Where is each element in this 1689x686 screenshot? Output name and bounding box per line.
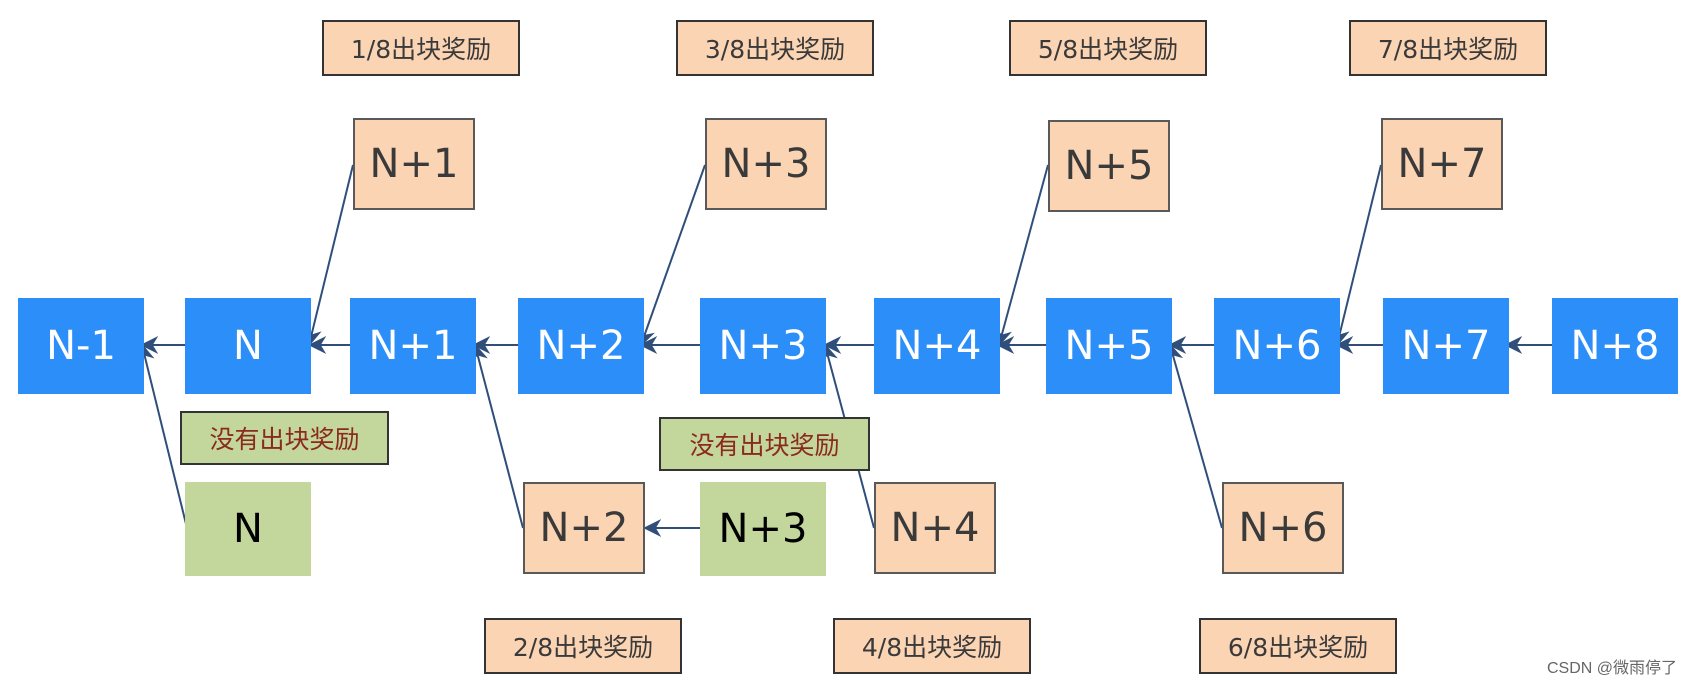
reward-label: 1/8出块奖励 <box>322 20 520 76</box>
main-block: N+6 <box>1214 298 1340 394</box>
uncle-block: N+7 <box>1381 118 1503 210</box>
main-block: N+7 <box>1383 298 1509 394</box>
uncle-block: N+2 <box>523 482 645 574</box>
reward-label: 5/8出块奖励 <box>1009 20 1207 76</box>
main-block: N+8 <box>1552 298 1678 394</box>
orphan-block: N+3 <box>700 482 826 576</box>
reward-label: 4/8出块奖励 <box>833 618 1031 674</box>
orphan-block: N <box>185 482 311 576</box>
uncle-block: N+1 <box>353 118 475 210</box>
uncle-block: N+6 <box>1222 482 1344 574</box>
reward-label: 6/8出块奖励 <box>1199 618 1397 674</box>
main-block: N+4 <box>874 298 1000 394</box>
main-block: N <box>185 298 311 394</box>
uncle-block: N+4 <box>874 482 996 574</box>
no-reward-label: 没有出块奖励 <box>659 417 870 471</box>
edge-uncle-n6-to-n5 <box>1165 343 1223 529</box>
edge-uncle-n3-to-n2 <box>637 164 706 347</box>
main-block: N-1 <box>18 298 144 394</box>
reward-label: 2/8出块奖励 <box>484 618 682 674</box>
main-block: N+3 <box>700 298 826 394</box>
reward-label: 3/8出块奖励 <box>676 20 874 76</box>
main-block: N+5 <box>1046 298 1172 394</box>
edge-uncle-n1-to-n <box>304 164 354 347</box>
main-block: N+2 <box>518 298 644 394</box>
edge-uncle-n7-to-n6 <box>1332 164 1382 347</box>
watermark: CSDN @微雨停了 <box>1546 660 1677 677</box>
uncle-block: N+5 <box>1048 120 1170 212</box>
uncle-block: N+3 <box>705 118 827 210</box>
main-block: N+1 <box>350 298 476 394</box>
edge-uncle-n2-to-n1 <box>470 343 524 529</box>
edge-uncle-n5-to-n4 <box>994 164 1049 347</box>
reward-label: 7/8出块奖励 <box>1349 20 1547 76</box>
edge-orphan-n-to-nm1 <box>137 343 188 529</box>
no-reward-label: 没有出块奖励 <box>180 411 389 465</box>
